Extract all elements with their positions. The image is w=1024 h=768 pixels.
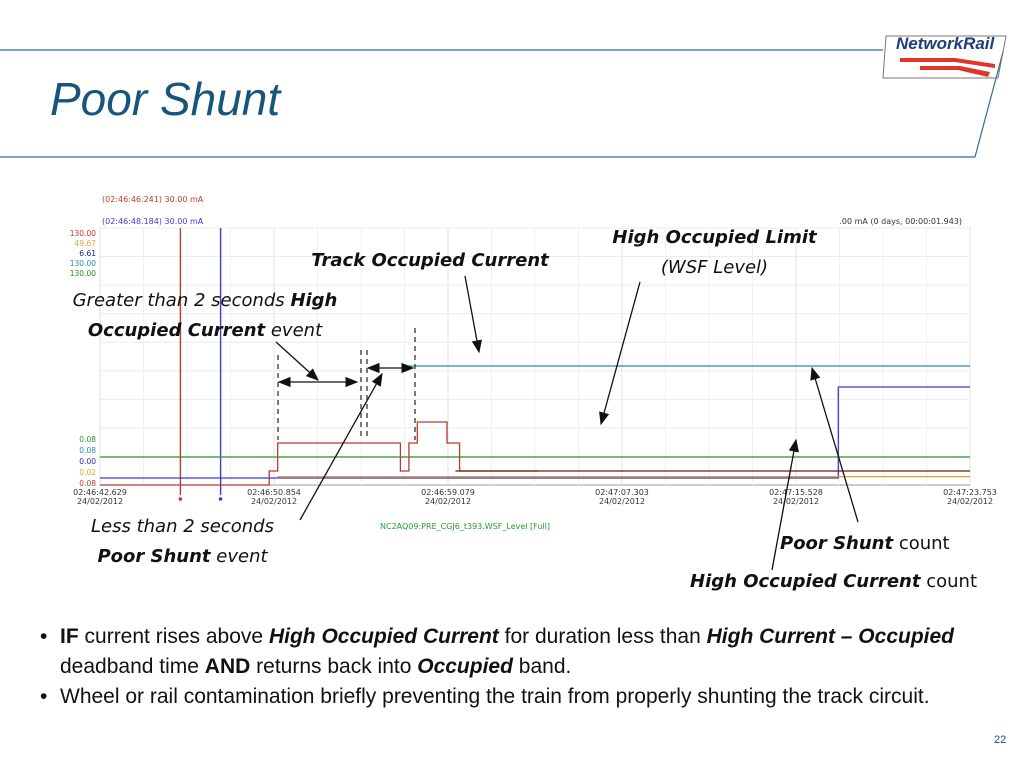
bullet-item-2: Wheel or rail contamination briefly prev… (40, 682, 1000, 712)
x-tick-date: 24/02/2012 (947, 497, 993, 506)
x-tick-date: 24/02/2012 (773, 497, 819, 506)
x-tick-date: 24/02/2012 (77, 497, 123, 506)
x-tick-time: 02:47:07.303 (595, 488, 649, 497)
current-chart: 02:46:42.62924/02/201202:46:50.85424/02/… (70, 195, 997, 531)
header-decoration (0, 35, 1007, 158)
label-track-occupied-current: Track Occupied Current (311, 250, 549, 271)
y-top-label: 130.00 (70, 259, 96, 268)
y-top-label: 130.00 (70, 269, 96, 278)
cursor-readout: (02:46:46.241) 30.00 mA (102, 195, 204, 204)
x-tick-time: 02:46:42.629 (73, 488, 127, 497)
cursor-readout: (02:46:48.184) 30.00 mA (102, 217, 204, 226)
y-bottom-label: 0.08 (79, 446, 96, 455)
label-poor-shunt-count: Poor Shunt count (780, 533, 950, 554)
y-top-label: 130.00 (70, 229, 96, 238)
x-tick-time: 02:47:15.528 (769, 488, 823, 497)
y-top-label: 6.61 (79, 249, 96, 258)
network-rail-logo: NetworkRail (896, 34, 995, 53)
y-top-label: 49.67 (75, 239, 97, 248)
label-high-occupied-limit: High Occupied Limit(WSF Level) (612, 227, 817, 278)
page-number: 22 (994, 734, 1007, 746)
bullet-item-1: IF current rises above High Occupied Cur… (40, 622, 1000, 682)
cursor-dot (178, 497, 183, 501)
y-bottom-label: 0.08 (79, 435, 96, 444)
bullet-list: IF current rises above High Occupied Cur… (40, 622, 1000, 712)
slide-title: Poor Shunt (50, 73, 281, 125)
logo-chevron (900, 58, 995, 77)
x-tick-date: 24/02/2012 (251, 497, 297, 506)
y-bottom-label: 0.00 (79, 457, 96, 466)
range-readout: .00 mA (0 days, 00:00:01.943) (839, 217, 962, 226)
x-tick-date: 24/02/2012 (425, 497, 471, 506)
cursor-dot (218, 497, 223, 501)
x-tick-date: 24/02/2012 (599, 497, 645, 506)
x-tick-time: 02:46:50.854 (247, 488, 301, 497)
legend-caption: NC2AQ09:PRE_CGJ6_t393.WSF_Level [Full] (380, 522, 550, 531)
y-bottom-label: 0.08 (79, 479, 96, 488)
label-high-occupied-current-count: High Occupied Current count (690, 571, 978, 592)
x-tick-time: 02:47:23.753 (943, 488, 997, 497)
y-bottom-label: 0.02 (79, 468, 96, 477)
logo-frame (882, 35, 1007, 79)
x-tick-time: 02:46:59.079 (421, 488, 475, 497)
header-slant-line (974, 51, 1004, 158)
